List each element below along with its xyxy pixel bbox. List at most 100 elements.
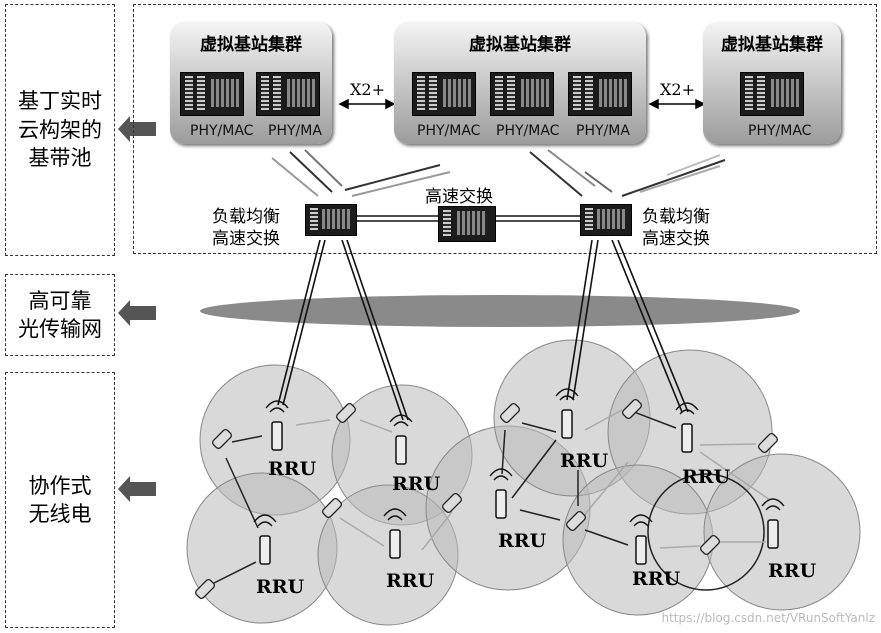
radio-link (501, 429, 506, 475)
baseband-pool-area (133, 4, 877, 254)
radio-link-light (295, 419, 331, 426)
phone-icon (441, 492, 463, 514)
label-line: 协作式 (28, 473, 92, 498)
phone-icon (335, 402, 357, 424)
rru-label: RRU (682, 466, 731, 488)
phone-icon (321, 497, 343, 519)
rru-antenna-icon (259, 535, 271, 565)
radio-link (633, 411, 677, 429)
rru-antenna-icon (271, 421, 283, 451)
cooperative-radio-label: 协作式无线电 (5, 372, 115, 628)
rru-antenna-icon (681, 423, 693, 453)
switch-center-label: 高速交换 (425, 187, 493, 207)
radio-link-light (359, 419, 393, 433)
signal-waves-icon (629, 514, 653, 527)
coverage-cell (703, 453, 861, 611)
rru-antenna-icon (635, 535, 647, 565)
server-rack-icon (490, 72, 554, 116)
radio-link-light (699, 443, 757, 446)
uplink (584, 171, 613, 193)
radio-link (521, 422, 557, 433)
rru-antenna-icon (561, 409, 573, 439)
high-speed-switch-icon (438, 206, 496, 242)
signal-waves-icon (389, 414, 413, 427)
fiber-link (282, 239, 326, 406)
uplink (621, 159, 726, 197)
phone-icon (565, 510, 587, 532)
coverage-cell-outline (647, 473, 765, 591)
signal-waves-icon (265, 400, 289, 413)
signal-waves-icon (675, 402, 699, 415)
fiber-link (346, 239, 409, 421)
load-balance-switch-left-icon (305, 204, 357, 236)
rru-label: RRU (560, 450, 609, 472)
switch-right-label-1: 负载均衡 (642, 207, 710, 227)
fiber-link (611, 239, 683, 413)
server-rack-icon (256, 72, 320, 116)
rru-label: RRU (256, 576, 305, 598)
watermark: https://blog.csdn.net/VRunSoftYanlz (661, 611, 875, 625)
uplink (289, 151, 333, 193)
phy-mac-label: PHY/MAC (748, 123, 812, 139)
phy-mac-label: PHY/MAC (190, 123, 254, 139)
fiber-link (617, 239, 689, 413)
radio-link-light (659, 545, 701, 549)
radio-link (584, 529, 629, 546)
phy-mac-label: PHY/MA (268, 123, 322, 139)
load-balance-switch-right-icon (580, 204, 632, 236)
radio-link (211, 561, 257, 585)
radio-link (231, 435, 263, 443)
radio-link-light (339, 517, 385, 547)
uplink (304, 149, 343, 187)
uplink (666, 154, 721, 176)
radio-link (519, 509, 561, 521)
optical-network-label: 高可靠光传输网 (5, 274, 115, 356)
fiber-link (572, 239, 599, 401)
fiber-link (277, 239, 321, 406)
server-rack-icon (412, 72, 476, 116)
phone-icon (699, 534, 721, 556)
radio-link-light (584, 409, 623, 431)
phone-icon (194, 578, 216, 600)
label-line: 基丁实时 (18, 89, 102, 114)
rru-label: RRU (392, 473, 441, 495)
signal-waves-icon (761, 498, 785, 511)
label-line: 基带池 (28, 146, 92, 171)
optical-ring (200, 295, 800, 327)
server-rack-icon (568, 72, 632, 116)
switch-right-label-2: 高速交换 (642, 229, 710, 249)
uplink (529, 151, 583, 197)
label-line: 无线电 (28, 502, 92, 526)
label-line: 高可靠 (28, 288, 92, 313)
x2-label: X2+ (350, 80, 385, 99)
rru-label: RRU (268, 458, 317, 480)
uplink (344, 164, 441, 191)
left-arrow-icon (118, 300, 156, 326)
cluster-title: 虚拟基站集群 (469, 35, 571, 55)
signal-waves-icon (489, 468, 513, 481)
rru-label: RRU (768, 560, 817, 582)
rru-label: RRU (632, 568, 681, 590)
switch-left-label-2: 高速交换 (212, 229, 280, 249)
baseband-pool-label: 基丁实时云构架的基带池 (5, 4, 115, 256)
cluster-title: 虚拟基站集群 (721, 35, 823, 55)
phy-mac-label: PHY/MAC (496, 123, 560, 139)
phone-icon (757, 432, 779, 454)
x2-label: X2+ (660, 80, 695, 99)
cluster-title: 虚拟基站集群 (200, 35, 302, 55)
signal-waves-icon (253, 514, 277, 527)
uplink (271, 157, 319, 197)
phy-mac-label: PHY/MA (576, 123, 630, 139)
radio-link (511, 439, 557, 499)
arrow-head (695, 98, 706, 110)
rru-antenna-icon (495, 489, 507, 519)
fiber-link (341, 239, 404, 421)
uplink (351, 171, 451, 197)
signal-waves-icon (383, 508, 407, 521)
server-rack-icon (180, 72, 244, 116)
signal-waves-icon (555, 388, 579, 401)
uplink (547, 149, 596, 187)
switch-left-label-1: 负载均衡 (212, 207, 280, 227)
arrow-head (648, 98, 659, 110)
